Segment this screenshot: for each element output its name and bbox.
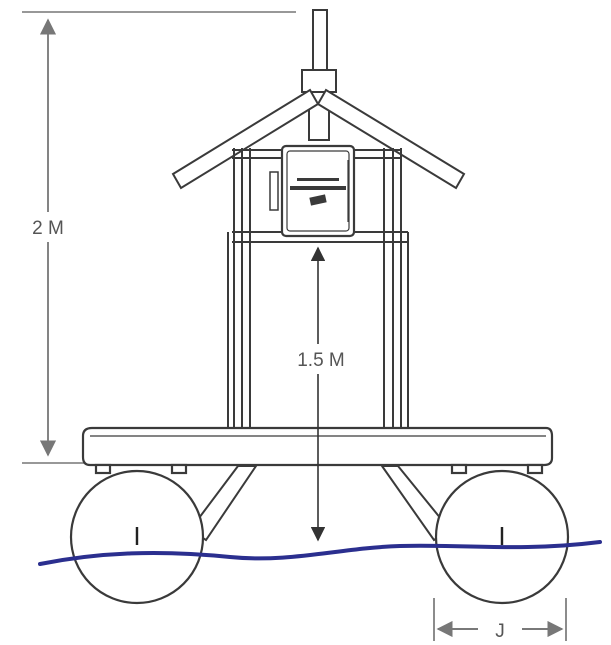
clearance-height-dimension: 1.5 M <box>292 246 350 542</box>
roof-right-panel <box>316 88 466 190</box>
mast <box>301 9 337 141</box>
instrument-enclosure <box>269 144 356 238</box>
right-pontoon: I <box>434 469 570 605</box>
right-pontoon-label: I <box>498 521 505 551</box>
tower-frame <box>227 148 409 428</box>
total-height-dimension: 2 M <box>22 11 296 464</box>
left-brace <box>188 465 258 542</box>
left-pontoon: I <box>69 469 205 605</box>
roof <box>171 88 466 190</box>
pontoon-width-label: J <box>495 621 505 642</box>
water-line <box>38 540 602 566</box>
total-height-label: 2 M <box>32 218 64 239</box>
support-braces <box>188 465 452 542</box>
clearance-height-label: 1.5 M <box>297 350 345 371</box>
roof-left-panel <box>171 88 320 190</box>
left-pontoon-label: I <box>133 521 140 551</box>
pontoon-width-dimension: J <box>433 598 567 642</box>
